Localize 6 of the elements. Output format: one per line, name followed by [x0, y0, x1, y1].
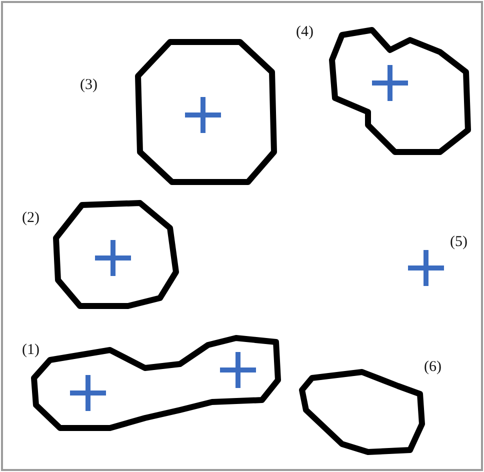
callout-number: (5) [450, 235, 468, 250]
callout-number: (6) [424, 360, 442, 375]
callout-number: (1) [22, 343, 40, 358]
callout-number: (2) [22, 211, 40, 226]
callout-number: (4) [296, 25, 314, 40]
callout-number: (3) [80, 78, 98, 93]
